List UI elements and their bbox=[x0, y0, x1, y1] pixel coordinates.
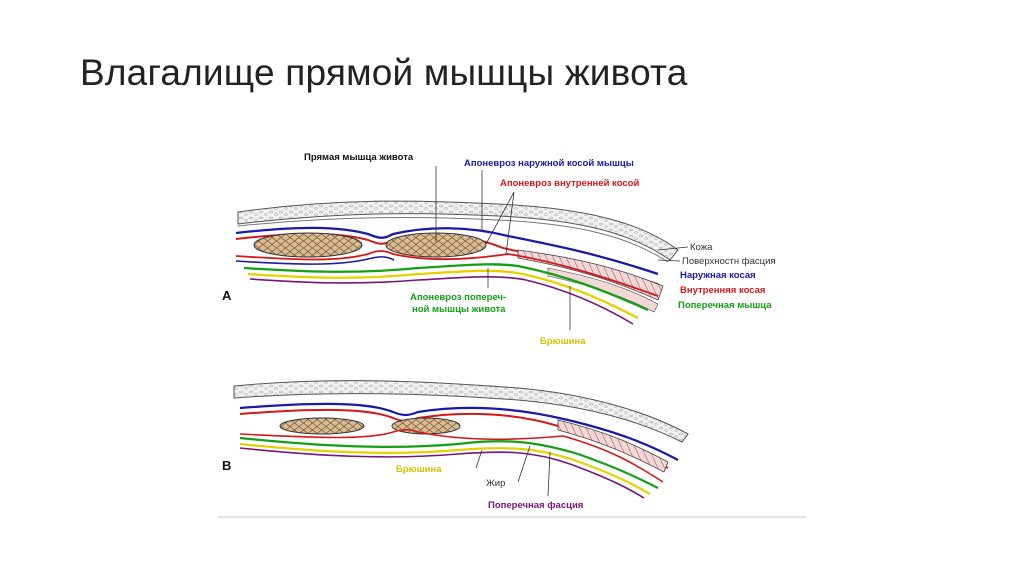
label-transverse-fascia-b: Поперечная фасция bbox=[488, 500, 583, 511]
panel-b-letter: В bbox=[222, 458, 231, 473]
rectus-muscle-right-b bbox=[391, 417, 461, 435]
label-internal-oblique: Внутренняя косая bbox=[680, 285, 765, 296]
panel-a-letter: А bbox=[222, 288, 232, 303]
label-peritoneum-a: Брюшина bbox=[540, 336, 586, 347]
skin-layer bbox=[237, 200, 679, 261]
green-line bbox=[243, 263, 649, 312]
label-ext-oblique-apon: Апоневроз наружной косой мышцы bbox=[464, 158, 634, 169]
purple-line-b bbox=[239, 447, 645, 499]
leader-peritoneum-b bbox=[475, 449, 483, 469]
label-transverse-apon-2: ной мышцы живота bbox=[412, 304, 506, 315]
purple-line bbox=[249, 276, 634, 325]
yellow-line-b bbox=[239, 442, 651, 495]
yellow-line bbox=[247, 269, 639, 320]
leader-skin bbox=[657, 246, 689, 251]
leader-fascia bbox=[657, 259, 681, 262]
leader-int-oblique-apon-2 bbox=[505, 191, 515, 255]
superficial-fascia-line bbox=[237, 217, 669, 263]
panel-a: А Прямая мышца живота Апоневроз наружной… bbox=[222, 152, 776, 347]
leader-int-oblique-apon-1 bbox=[485, 191, 515, 245]
blue-line-b bbox=[239, 402, 679, 461]
label-peritoneum-b: Брюшина bbox=[396, 464, 442, 475]
red-line-lower-b bbox=[239, 428, 664, 483]
leader-fat-b bbox=[517, 445, 531, 483]
label-external-oblique: Наружная косая bbox=[680, 270, 756, 281]
rectus-muscle-left bbox=[253, 232, 363, 258]
skin-layer-b bbox=[233, 380, 689, 443]
label-int-oblique-apon: Апоневроз внутренней косой bbox=[500, 178, 639, 189]
leader-transverse-fascia-b bbox=[547, 451, 551, 497]
blue-line-upper bbox=[235, 226, 659, 276]
green-line-b bbox=[239, 436, 659, 489]
oblique-muscles bbox=[517, 249, 664, 301]
label-skin: Кожа bbox=[690, 242, 713, 253]
label-transverse-apon-1: Апоневроз попереч- bbox=[410, 292, 506, 303]
rectus-muscle-left-b bbox=[279, 417, 365, 435]
oblique-muscles-b bbox=[557, 419, 669, 473]
rectus-sheath-figure: А Прямая мышца живота Апоневроз наружной… bbox=[218, 150, 806, 520]
blue-line-lower bbox=[235, 256, 395, 265]
label-fat-b: Жир bbox=[486, 478, 505, 489]
panel-b: В Брюшина Жир Поперечная фасция bbox=[222, 380, 689, 511]
label-superficial-fascia: Поверхностн фасция bbox=[682, 256, 776, 267]
diagram-svg: А Прямая мышца живота Апоневроз наружной… bbox=[218, 152, 806, 518]
red-line-lower bbox=[235, 250, 659, 297]
label-transverse: Поперечная мышца bbox=[678, 300, 772, 311]
slide-title: Влагалище прямой мышцы живота bbox=[80, 52, 688, 93]
label-rectus: Прямая мышца живота bbox=[304, 152, 414, 163]
